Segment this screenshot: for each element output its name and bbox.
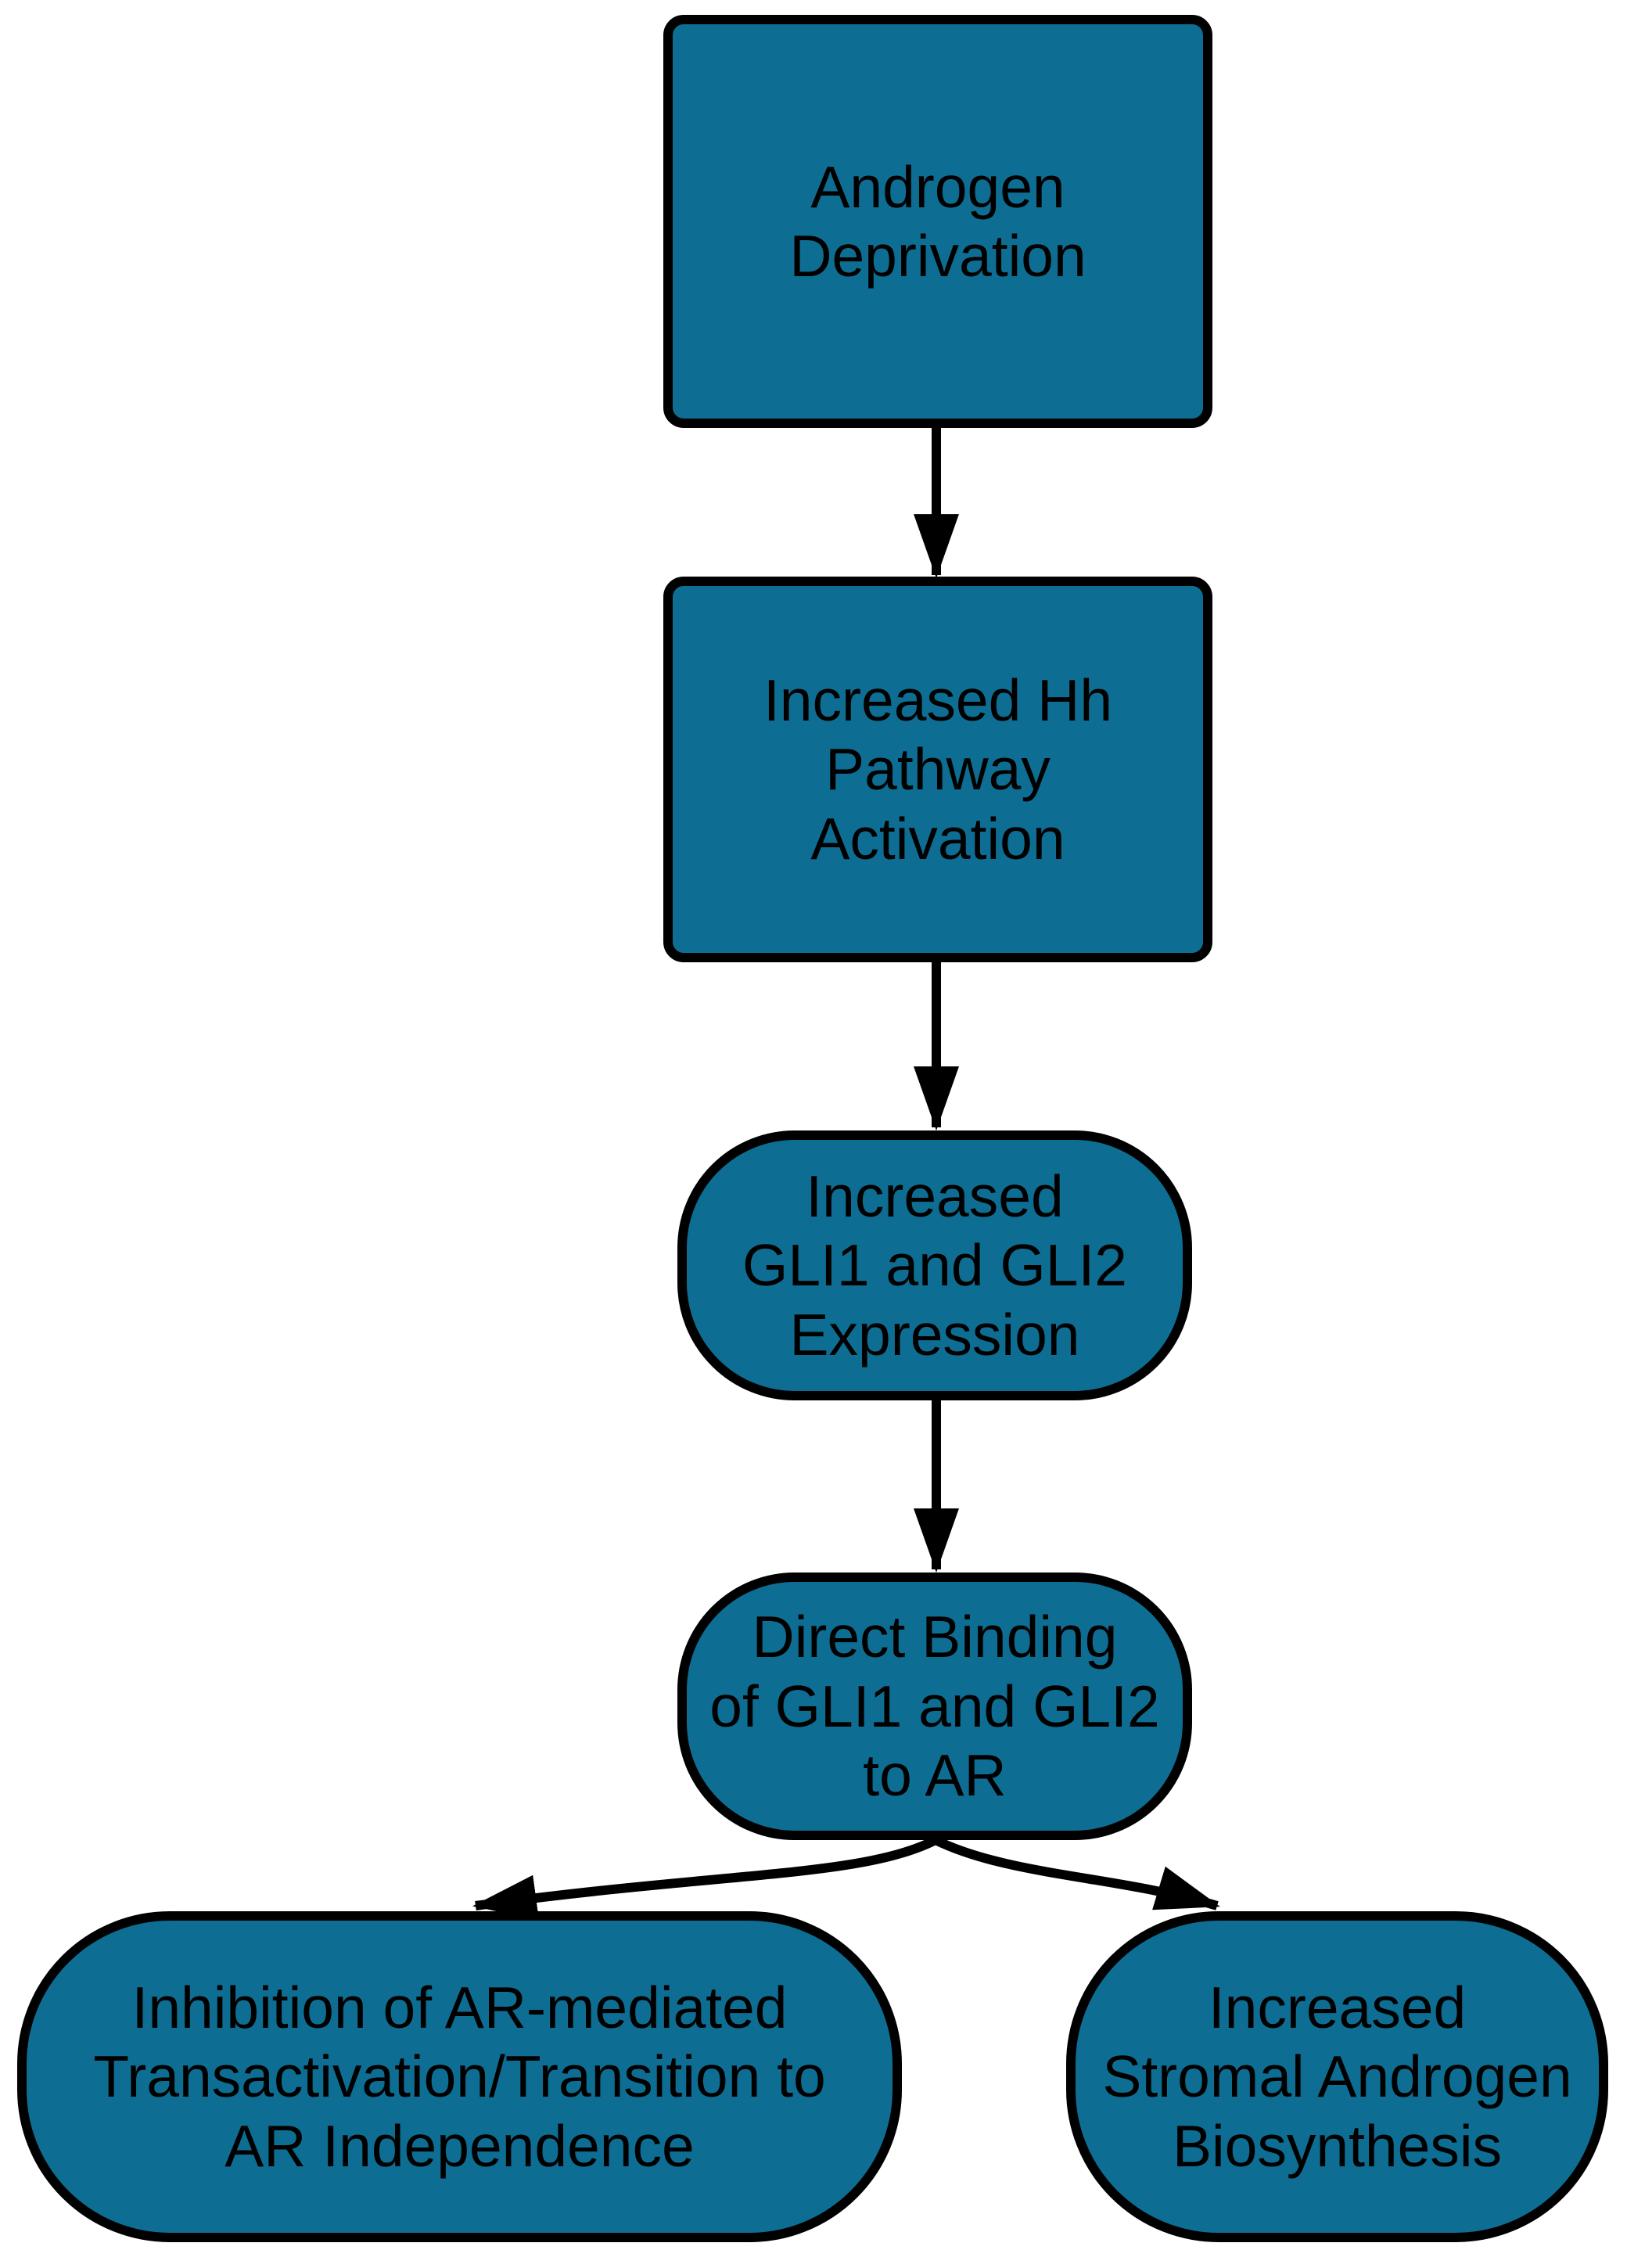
node-label: Direct Binding of GLI1 and GLI2 to AR <box>709 1604 1160 1809</box>
node-androgen-deprivation: Androgen Deprivation <box>663 15 1212 428</box>
node-label: Increased Hh Pathway Activation <box>763 667 1113 872</box>
node-label: Inhibition of AR-mediated Transactivatio… <box>93 1974 826 2179</box>
node-label: Increased Stromal Androgen Biosynthesis <box>1102 1974 1572 2179</box>
node-increased-stromal-androgen-biosynthesis: Increased Stromal Androgen Biosynthesis <box>1066 1911 1608 2242</box>
node-label: Androgen Deprivation <box>789 153 1086 289</box>
edge-direct-binding-to-stromal-biosynthesis <box>933 1835 1220 1910</box>
node-increased-hh-pathway-activation: Increased Hh Pathway Activation <box>663 577 1212 962</box>
node-inhibition-of-ar-mediated-transactivation: Inhibition of AR-mediated Transactivatio… <box>17 1911 902 2242</box>
edge-direct-binding-to-inhibition <box>472 1835 938 1921</box>
node-increased-gli1-and-gli2-expression: Increased GLI1 and GLI2 Expression <box>677 1130 1192 1400</box>
node-direct-binding-of-gli1-and-gli2-to-ar: Direct Binding of GLI1 and GLI2 to AR <box>677 1573 1192 1840</box>
node-label: Increased GLI1 and GLI2 Expression <box>742 1163 1127 1368</box>
